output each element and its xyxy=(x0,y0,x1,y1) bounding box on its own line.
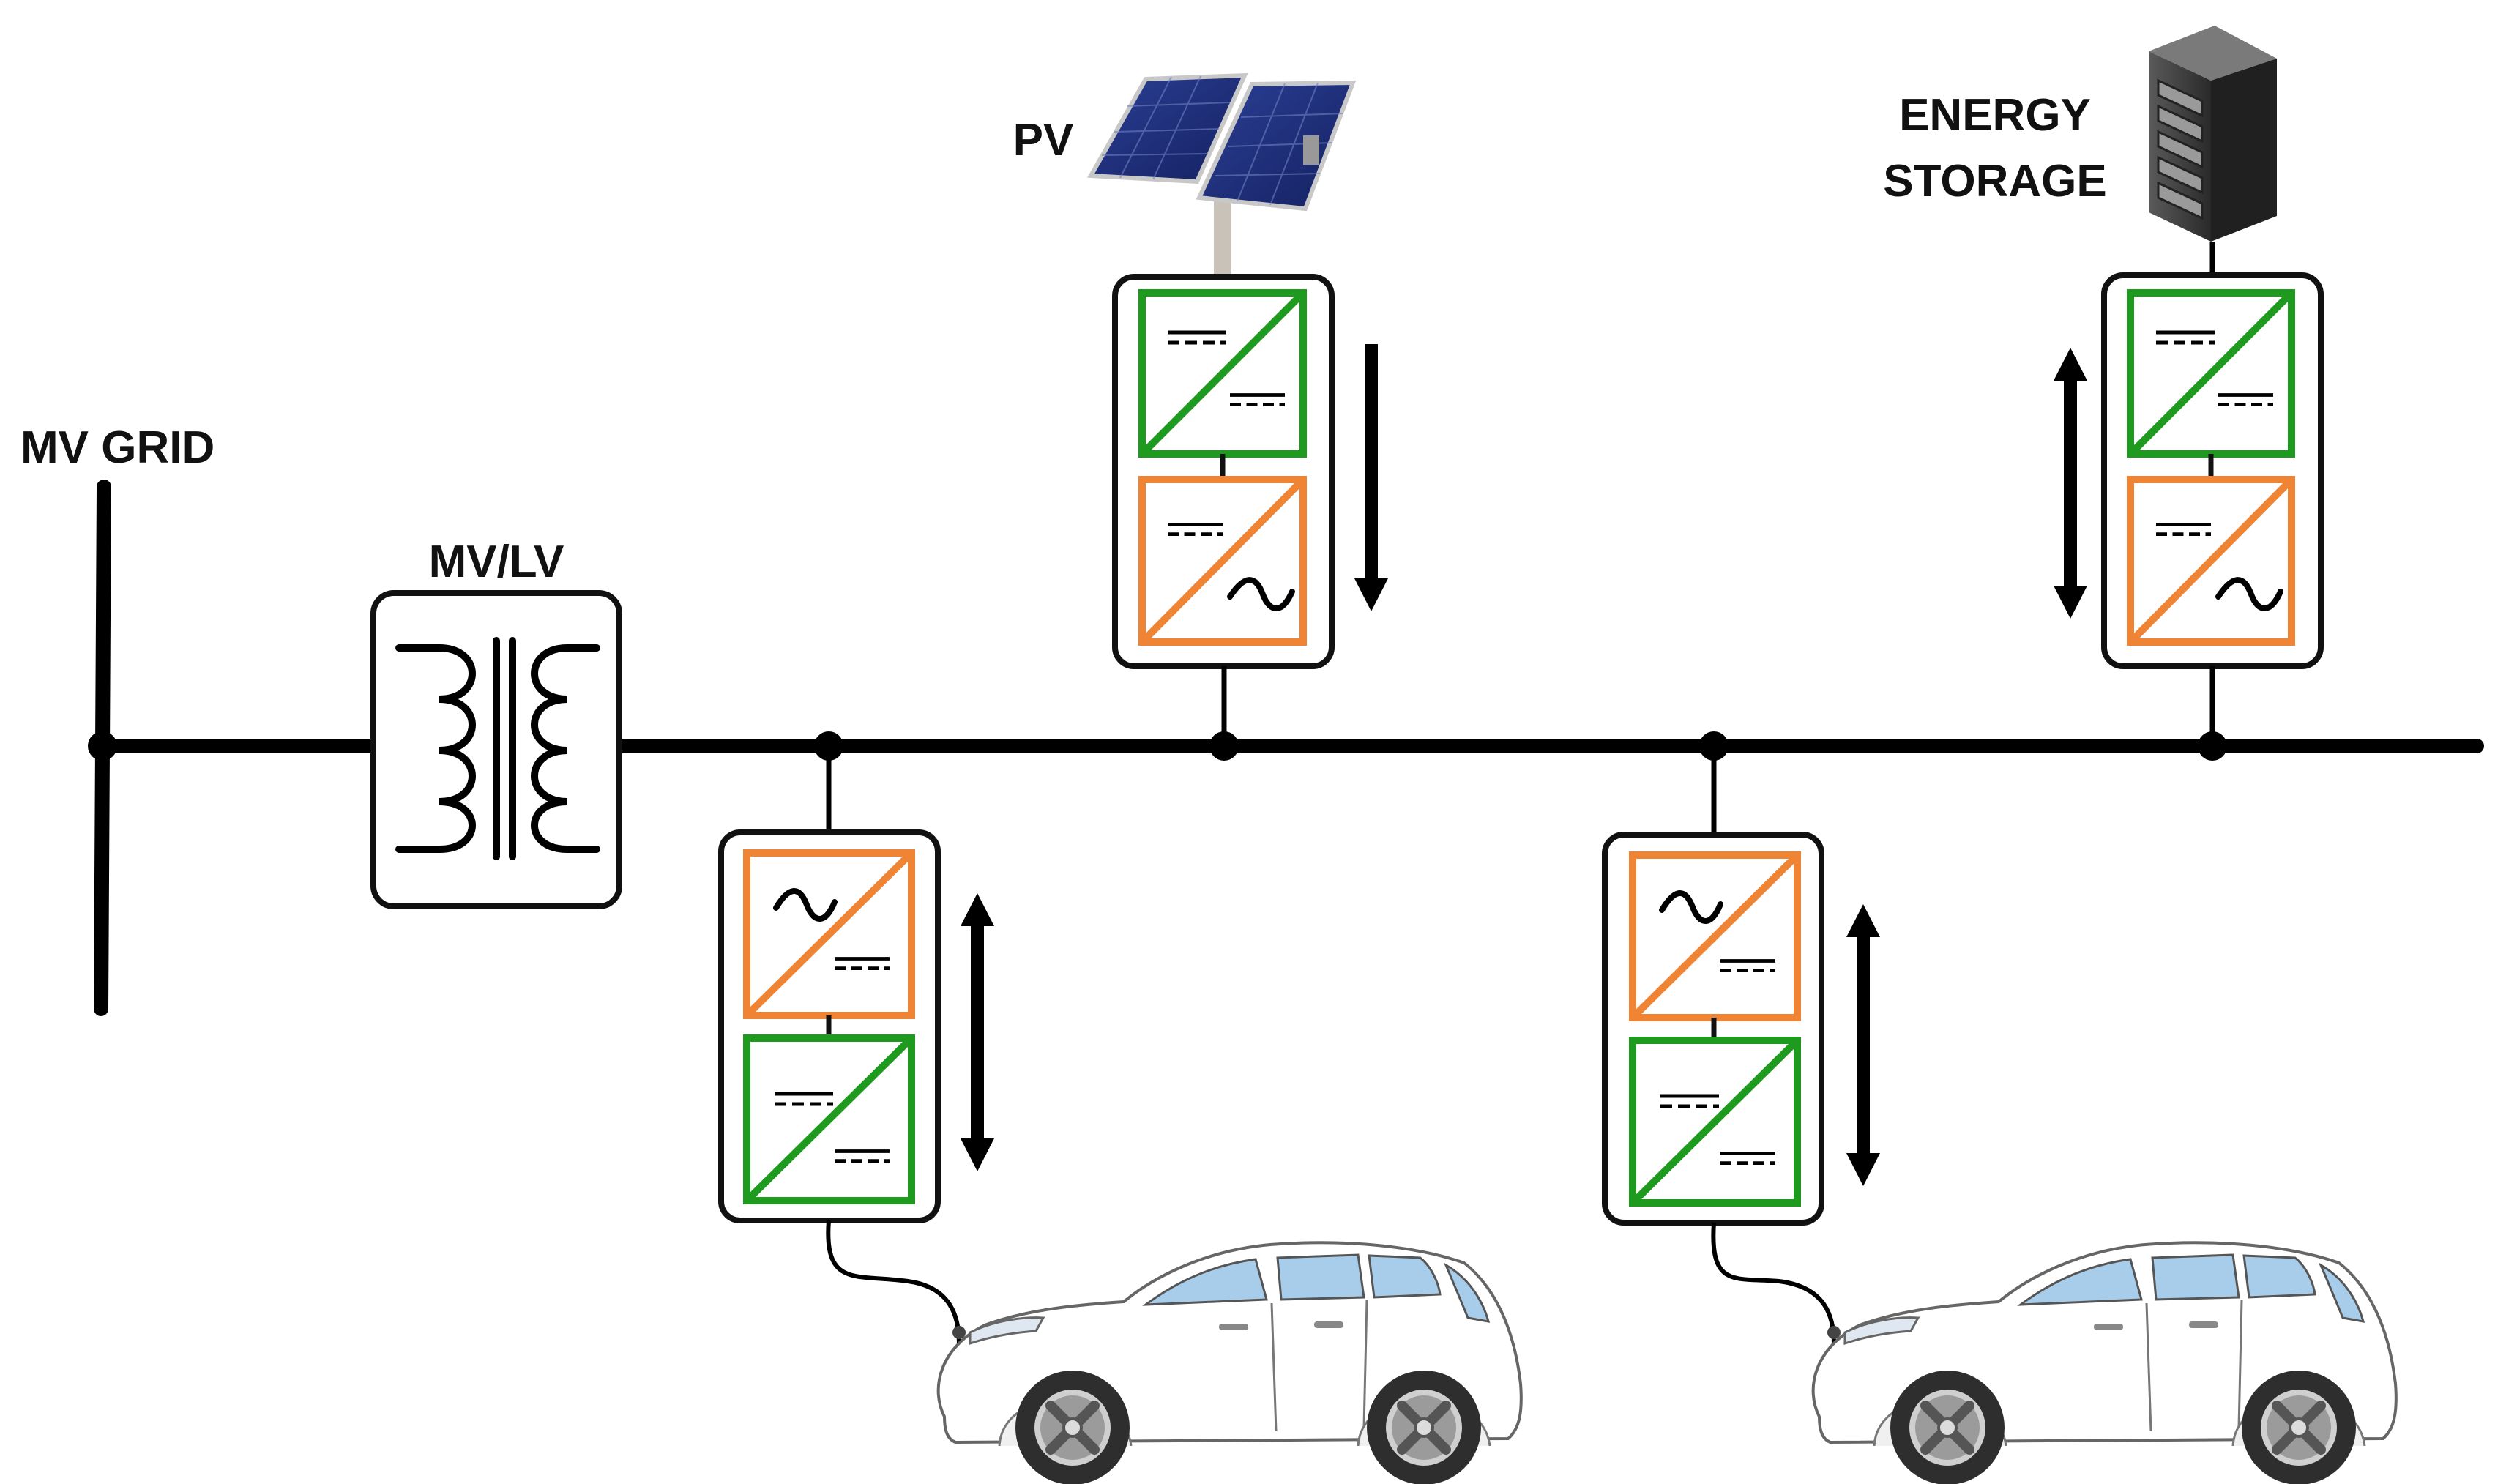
dc-ac-converter-icon xyxy=(1138,476,1307,646)
storage-flow-arrow xyxy=(2054,348,2087,619)
storage-branch xyxy=(2054,26,2324,746)
ev1-flow-arrow xyxy=(961,893,994,1171)
pv-label: PV xyxy=(1013,115,1074,165)
electric-car-icon xyxy=(939,1242,1521,1484)
transformer-label: MV/LV xyxy=(429,537,564,587)
dc-dc-converter-icon xyxy=(743,1034,915,1204)
storage-label-line2: STORAGE xyxy=(1883,156,2106,206)
battery-cabinet-icon xyxy=(2149,26,2277,242)
pv-branch xyxy=(1086,72,1388,746)
ev-branch-1 xyxy=(718,746,1521,1484)
dc-ac-converter-icon xyxy=(2127,476,2295,646)
electric-car-icon xyxy=(1813,1242,2396,1484)
transformer xyxy=(370,590,622,909)
ev2-flow-arrow xyxy=(1846,904,1880,1186)
storage-label-line1: ENERGY xyxy=(1899,90,2091,141)
pv-flow-arrow xyxy=(1354,344,1388,611)
lv-bus xyxy=(102,731,2484,761)
ev-branch-2 xyxy=(1602,746,2396,1484)
dc-dc-converter-icon xyxy=(1629,1037,1801,1207)
transformer-icon xyxy=(395,637,600,860)
mv-grid-label: MV GRID xyxy=(20,422,215,473)
solar-panel-icon xyxy=(1086,72,1357,212)
